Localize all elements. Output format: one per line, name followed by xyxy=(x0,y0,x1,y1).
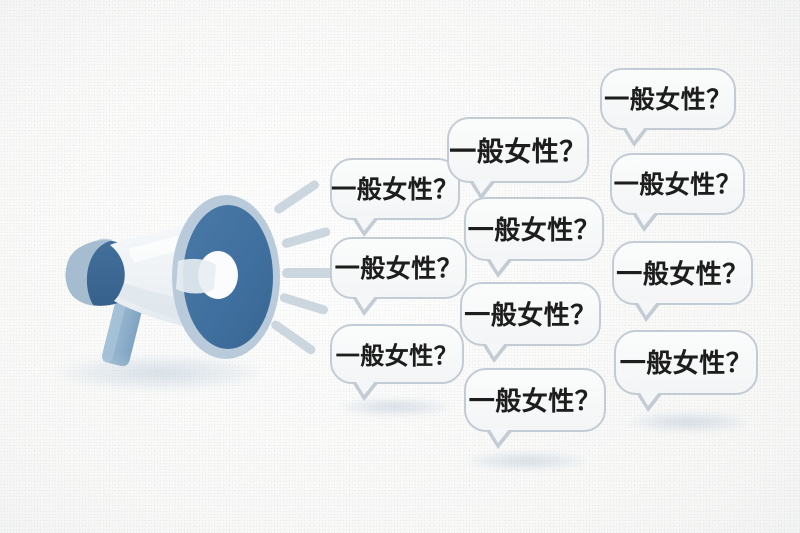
speech-bubble: 一般女性？ xyxy=(460,282,601,363)
megaphone-ground-shadow xyxy=(60,356,260,390)
speech-bubble-text: 一般女性？ xyxy=(619,349,753,379)
ray-2 xyxy=(280,226,332,249)
speech-bubble-text: 一般女性？ xyxy=(613,170,742,199)
speech-bubble-text: 一般女性？ xyxy=(331,175,459,204)
shadow-bubble-10 xyxy=(466,452,586,470)
speech-bubble-text: 一般女性？ xyxy=(616,259,749,290)
speech-bubble-text: 一般女性？ xyxy=(604,85,732,114)
speech-bubble: 一般女性？ xyxy=(330,324,464,401)
speech-bubble-text: 一般女性？ xyxy=(467,215,601,246)
shadow-bubble-11 xyxy=(628,412,750,432)
speech-bubble: 一般女性？ xyxy=(612,241,753,322)
speech-bubble: 一般女性？ xyxy=(614,330,758,412)
speech-bubble: 一般女性？ xyxy=(464,197,604,278)
speech-bubble: 一般女性？ xyxy=(600,68,736,147)
speech-bubble-text: 一般女性？ xyxy=(335,341,459,370)
speech-bubble: 一般女性？ xyxy=(330,237,467,316)
speech-bubble: 一般女性？ xyxy=(330,158,460,237)
speech-bubble: 一般女性？ xyxy=(447,117,589,200)
speech-bubble: 一般女性？ xyxy=(464,368,606,449)
megaphone-icon xyxy=(58,185,288,390)
speech-bubble: 一般女性？ xyxy=(610,153,745,232)
speech-bubble-text: 一般女性？ xyxy=(449,136,587,168)
speech-bubble-text: 一般女性？ xyxy=(464,300,597,331)
speech-bubble-text: 一般女性？ xyxy=(334,254,463,283)
speech-bubble-text: 一般女性？ xyxy=(468,386,602,417)
